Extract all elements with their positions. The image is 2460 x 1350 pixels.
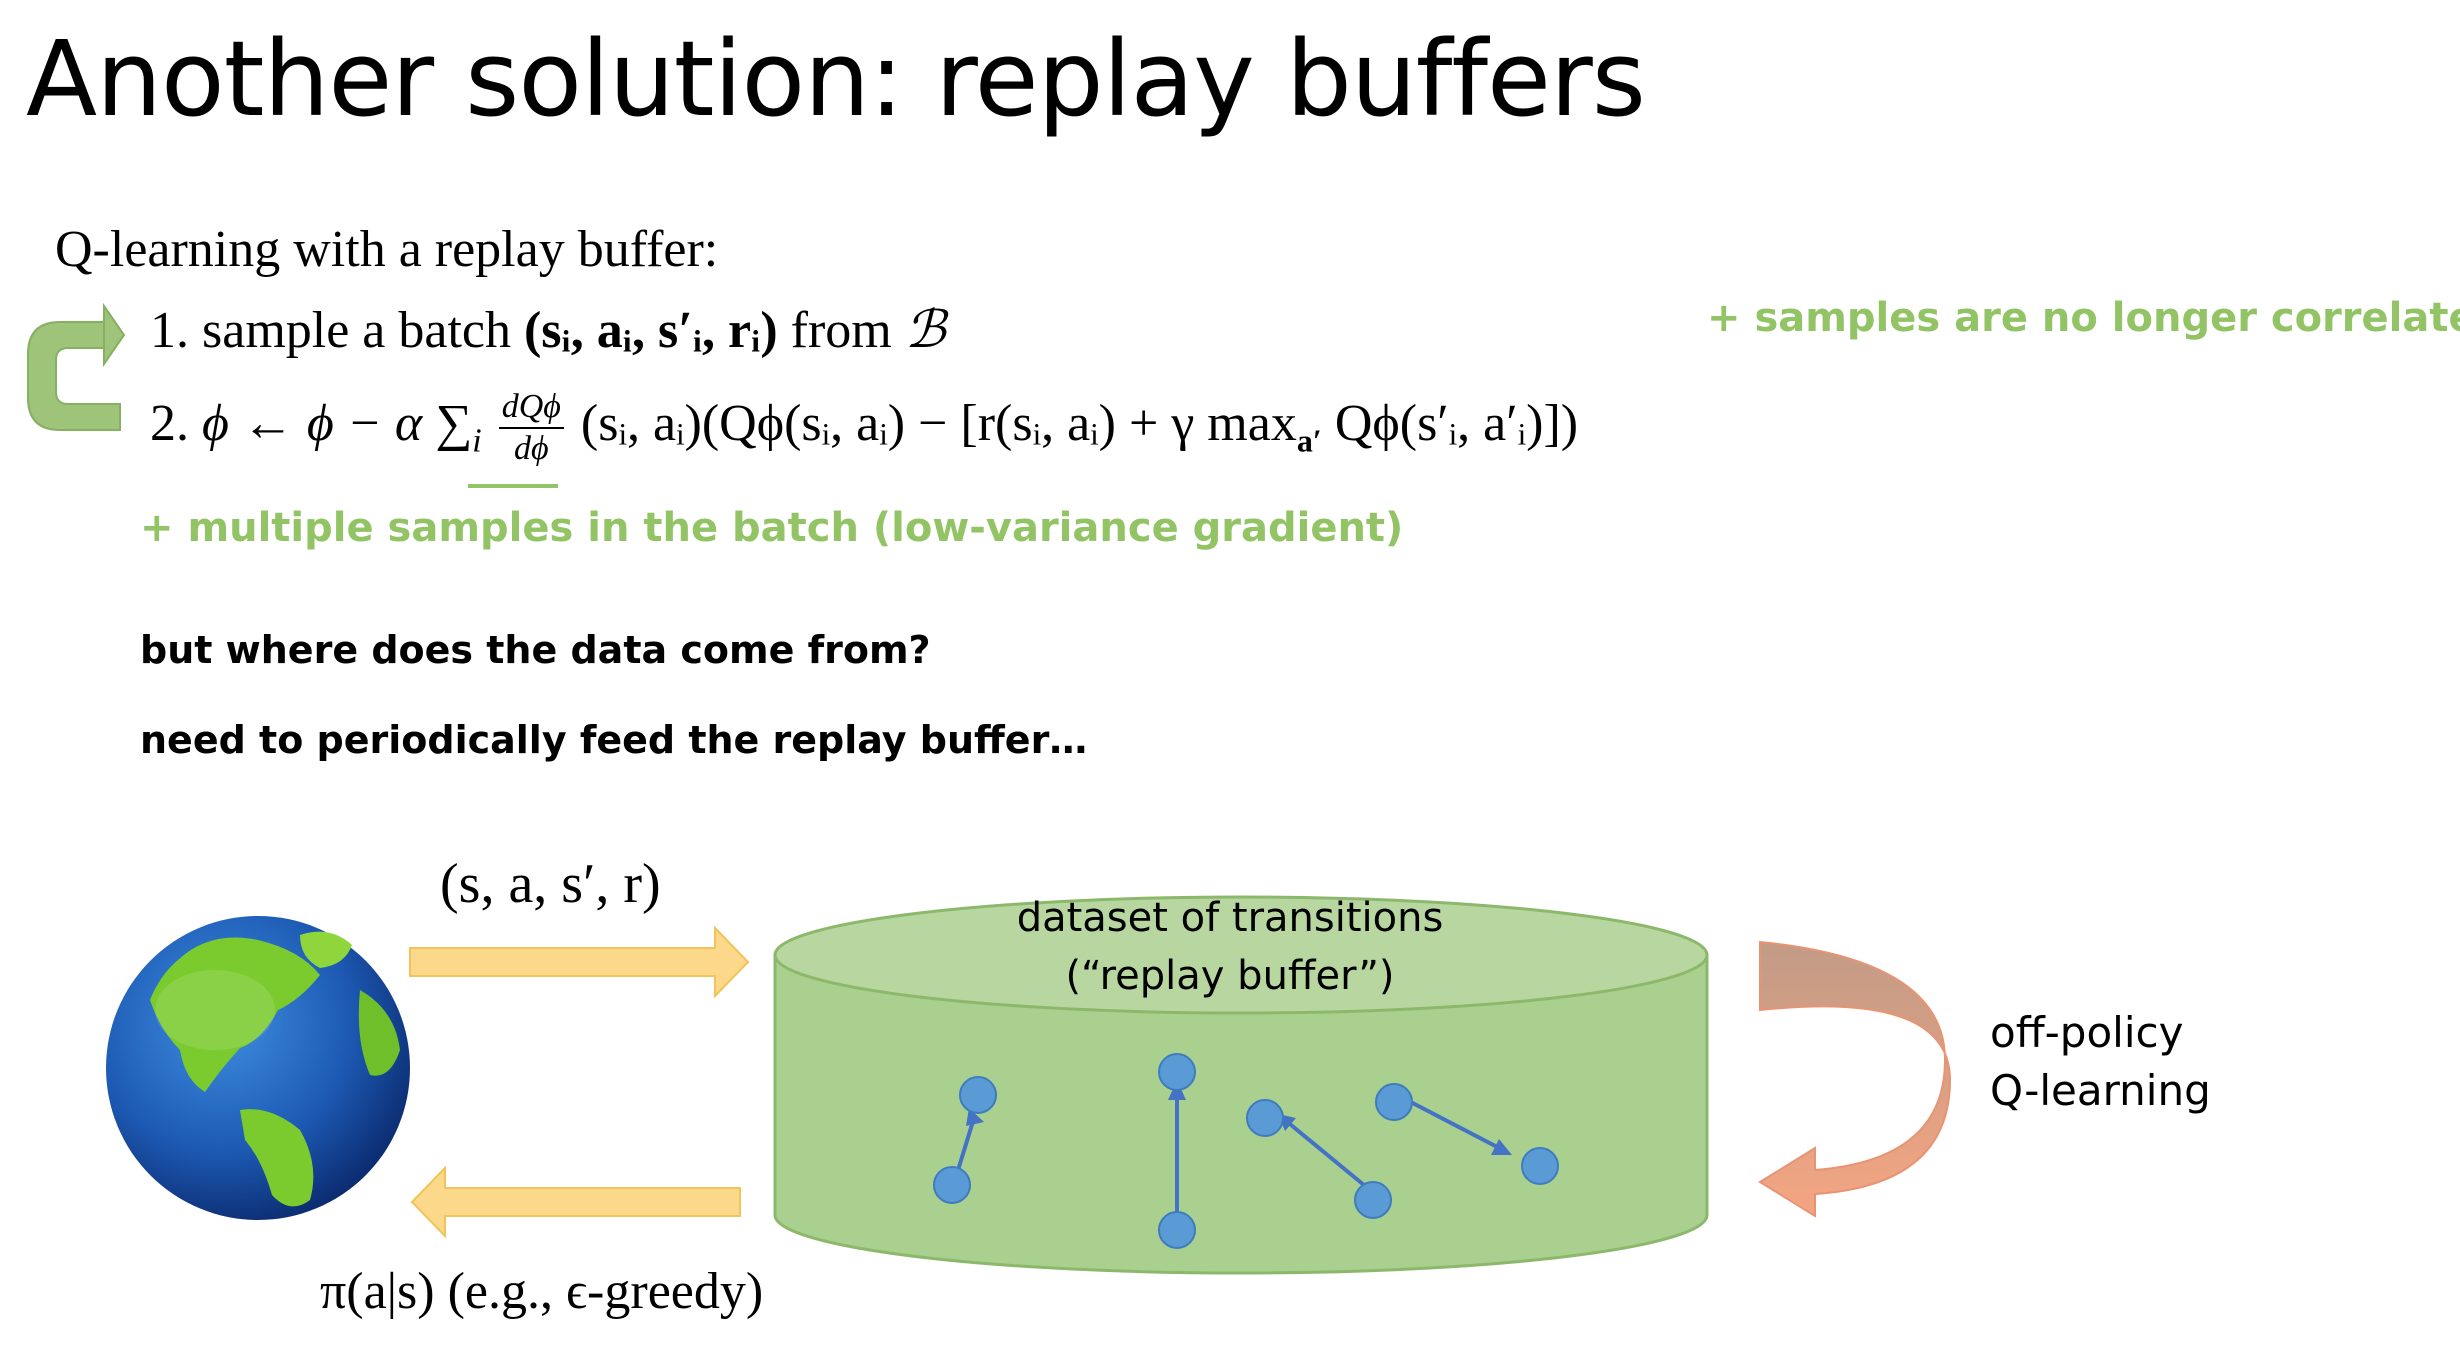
dataset-label-line1: dataset of transitions	[1016, 895, 1444, 941]
from-word: from	[790, 302, 892, 359]
offpolicy-label-line2: Q-learning	[1990, 1066, 2211, 1115]
step-number: 2.	[150, 394, 189, 452]
transition-node	[1158, 1211, 1196, 1249]
edge-arrowhead	[966, 1108, 984, 1126]
note-uncorrelated: + samples are no longer correlated	[1707, 295, 2460, 341]
policy-arrow-left	[410, 1165, 741, 1239]
note-question: but where does the data come from?	[140, 628, 931, 672]
data-arrow-right	[409, 925, 750, 999]
max-subscript: a′	[1296, 422, 1322, 459]
edge-arrowhead	[1491, 1139, 1512, 1155]
transition-node	[1158, 1053, 1196, 1091]
transition-node	[1375, 1083, 1413, 1121]
fraction-denominator: dϕ	[514, 430, 549, 467]
note-feed: need to periodically feed the replay buf…	[140, 718, 1088, 762]
algorithm-step-2: 2. ϕ ← ϕ − α ∑i dQϕ dϕ (sᵢ, aᵢ)(Qϕ(sᵢ, a…	[150, 390, 1578, 466]
transition-node	[1521, 1147, 1559, 1185]
fraction-numerator: dQϕ	[498, 390, 564, 429]
policy-label: π(a|s) (e.g., ϵ-greedy)	[320, 1263, 764, 1320]
algorithm-step-1: 1. sample a batch (sᵢ, aᵢ, s′ᵢ, rᵢ) from…	[150, 300, 946, 360]
step-number: 1.	[150, 302, 189, 359]
replay-buffer-cylinder	[773, 895, 1709, 1275]
algorithm-heading: Q-learning with a replay buffer:	[55, 221, 719, 278]
slide-title: Another solution: replay buffers	[26, 18, 1646, 140]
curved-arrow-icon	[1758, 940, 1952, 1218]
sum-underline	[468, 484, 558, 488]
transition-node	[959, 1076, 997, 1114]
transition-tuple-label: (s, a, s′, r)	[440, 853, 661, 915]
update-rhs-end: Qϕ(s′ᵢ, a′ᵢ)])	[1334, 394, 1579, 452]
gradient-fraction: dQϕ dϕ	[498, 390, 564, 467]
transition-node	[933, 1166, 971, 1204]
update-lhs: ϕ ← ϕ − α ∑	[202, 394, 473, 452]
offpolicy-label-line1: off-policy	[1990, 1008, 2184, 1057]
loop-arrow-icon	[27, 302, 126, 431]
transition-node	[1354, 1181, 1392, 1219]
update-rhs: (sᵢ, aᵢ)(Qϕ(sᵢ, aᵢ) − [r(sᵢ, aᵢ) + γ max	[580, 394, 1297, 452]
note-batch: + multiple samples in the batch (low-var…	[140, 505, 1404, 551]
dataset-label-line2: (“replay buffer”)	[1065, 953, 1395, 999]
sum-index: i	[472, 422, 482, 460]
globe-icon	[106, 916, 410, 1220]
transition-graph	[953, 1090, 1504, 1218]
buffer-symbol: ℬ	[904, 302, 946, 359]
step-text: sample a batch	[202, 302, 511, 359]
transition-tuple: (sᵢ, aᵢ, s′ᵢ, rᵢ)	[523, 302, 778, 359]
transition-node	[1246, 1099, 1284, 1137]
